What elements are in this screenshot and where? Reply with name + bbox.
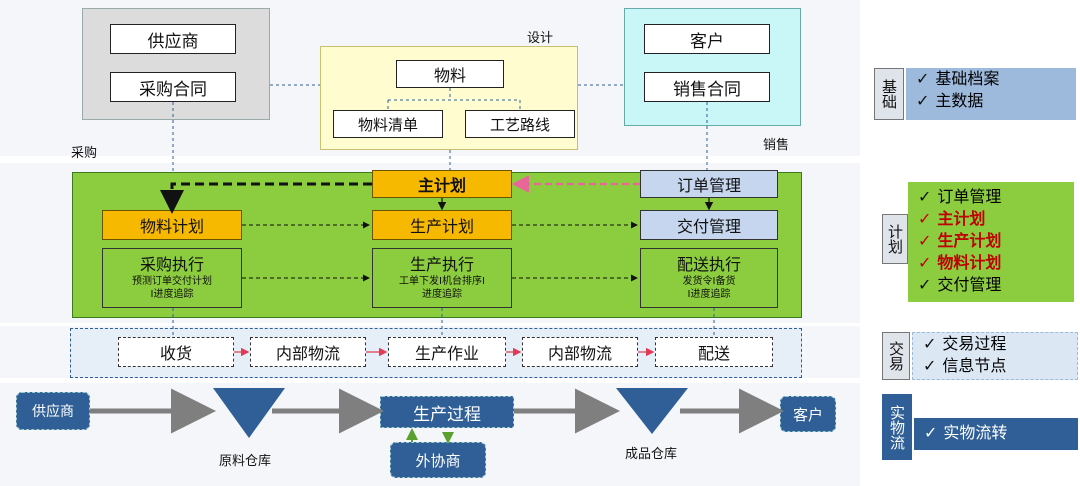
delivery-mgmt-box[interactable]: 交付管理 — [640, 210, 778, 240]
legend-trade-list: ✓交易过程 ✓信息节点 — [912, 332, 1078, 380]
purchase-caption: 采购 — [70, 145, 97, 161]
check-icon: ✓ — [918, 209, 932, 228]
finished-warehouse-triangle — [616, 388, 688, 434]
legend-plan-label: 计划 — [882, 214, 908, 264]
check-icon: ✓ — [916, 91, 930, 110]
legend-plan-item: ✓交付管理 — [918, 275, 1002, 294]
legend-trade-label: 交易 — [882, 332, 910, 380]
legend-plan-item: ✓物料计划 — [918, 253, 1002, 272]
physical-customer-box[interactable]: 客户 — [780, 396, 836, 432]
receiving-box[interactable]: 收货 — [118, 337, 234, 367]
shipping-exec-line2: I进度追踪 — [687, 289, 731, 300]
production-exec-title: 生产执行 — [409, 255, 474, 274]
production-process-box[interactable]: 生产过程 — [380, 396, 514, 428]
check-icon: ✓ — [918, 231, 932, 250]
internal-logistics-box-1[interactable]: 内部物流 — [250, 337, 366, 367]
subcontractor-box[interactable]: 外协商 — [390, 442, 486, 478]
finished-warehouse-label: 成品仓库 — [624, 446, 677, 462]
order-mgmt-box[interactable]: 订单管理 — [640, 170, 778, 198]
production-plan-box[interactable]: 生产计划 — [372, 210, 512, 240]
design-caption: 设计 — [526, 30, 553, 46]
delivery-box[interactable]: 配送 — [655, 337, 773, 367]
legend-basic-label: 基础 — [874, 68, 904, 120]
raw-warehouse-triangle — [213, 388, 285, 438]
legend-basic-item: ✓主数据 — [916, 91, 984, 110]
master-plan-box[interactable]: 主计划 — [372, 170, 512, 198]
customer-box[interactable]: 客户 — [644, 24, 770, 54]
legend-plan-item: ✓订单管理 — [918, 187, 1002, 206]
bom-box[interactable]: 物料清单 — [333, 110, 443, 138]
physical-supplier-box[interactable]: 供应商 — [16, 392, 90, 430]
routing-box[interactable]: 工艺路线 — [465, 110, 575, 138]
legend-physical-list: ✓实物流转 — [914, 418, 1078, 450]
production-work-box[interactable]: 生产作业 — [388, 337, 506, 367]
legend-trade-item: ✓交易过程 — [923, 334, 1007, 353]
legend-physical-item: ✓实物流转 — [924, 423, 1008, 442]
production-exec-line2: 进度追踪 — [422, 289, 462, 300]
legend-physical-label: 实物流 — [882, 394, 912, 460]
legend-basic-item: ✓基础档案 — [916, 69, 1000, 88]
check-icon: ✓ — [916, 69, 930, 88]
purchase-exec-line2: I进度追踪 — [150, 289, 194, 300]
check-icon: ✓ — [923, 334, 937, 353]
legend-plan-label-text: 计划 — [886, 224, 904, 254]
sales-contract-box[interactable]: 销售合同 — [644, 72, 770, 102]
check-icon: ✓ — [918, 275, 932, 294]
purchase-exec-box[interactable]: 采购执行 预测订单交付计划 I进度追踪 — [102, 248, 242, 308]
check-icon: ✓ — [918, 253, 932, 272]
check-icon: ✓ — [918, 187, 932, 206]
shipping-exec-title: 配送执行 — [676, 255, 741, 274]
check-icon: ✓ — [924, 423, 938, 442]
purchase-exec-title: 采购执行 — [139, 255, 204, 274]
production-exec-box[interactable]: 生产执行 工单下发I机台排序I 进度追踪 — [372, 248, 512, 308]
material-plan-box[interactable]: 物料计划 — [102, 210, 242, 240]
check-icon: ✓ — [923, 356, 937, 375]
raw-warehouse-label: 原料仓库 — [218, 453, 271, 469]
internal-logistics-box-2[interactable]: 内部物流 — [522, 337, 638, 367]
supplier-box[interactable]: 供应商 — [110, 24, 236, 54]
legend-plan-item: ✓主计划 — [918, 209, 986, 228]
legend-basic-label-text: 基础 — [880, 79, 898, 109]
legend-trade-item: ✓信息节点 — [923, 356, 1007, 375]
sales-caption: 销售 — [762, 137, 789, 153]
purchase-contract-box[interactable]: 采购合同 — [110, 72, 236, 102]
shipping-exec-box[interactable]: 配送执行 发货令I备货 I进度追踪 — [640, 248, 778, 308]
legend-plan-list: ✓订单管理 ✓主计划 ✓生产计划 ✓物料计划 ✓交付管理 — [908, 182, 1074, 302]
purchase-exec-line1: 预测订单交付计划 — [132, 276, 212, 287]
legend-trade-label-text: 交易 — [887, 341, 905, 371]
legend-basic-list: ✓基础档案 ✓主数据 — [906, 68, 1076, 120]
production-exec-line1: 工单下发I机台排序I — [399, 276, 485, 287]
material-box[interactable]: 物料 — [396, 60, 504, 88]
legend-physical-label-text: 实物流 — [888, 404, 906, 450]
legend-plan-item: ✓生产计划 — [918, 231, 1002, 250]
shipping-exec-line1: 发货令I备货 — [682, 276, 736, 287]
